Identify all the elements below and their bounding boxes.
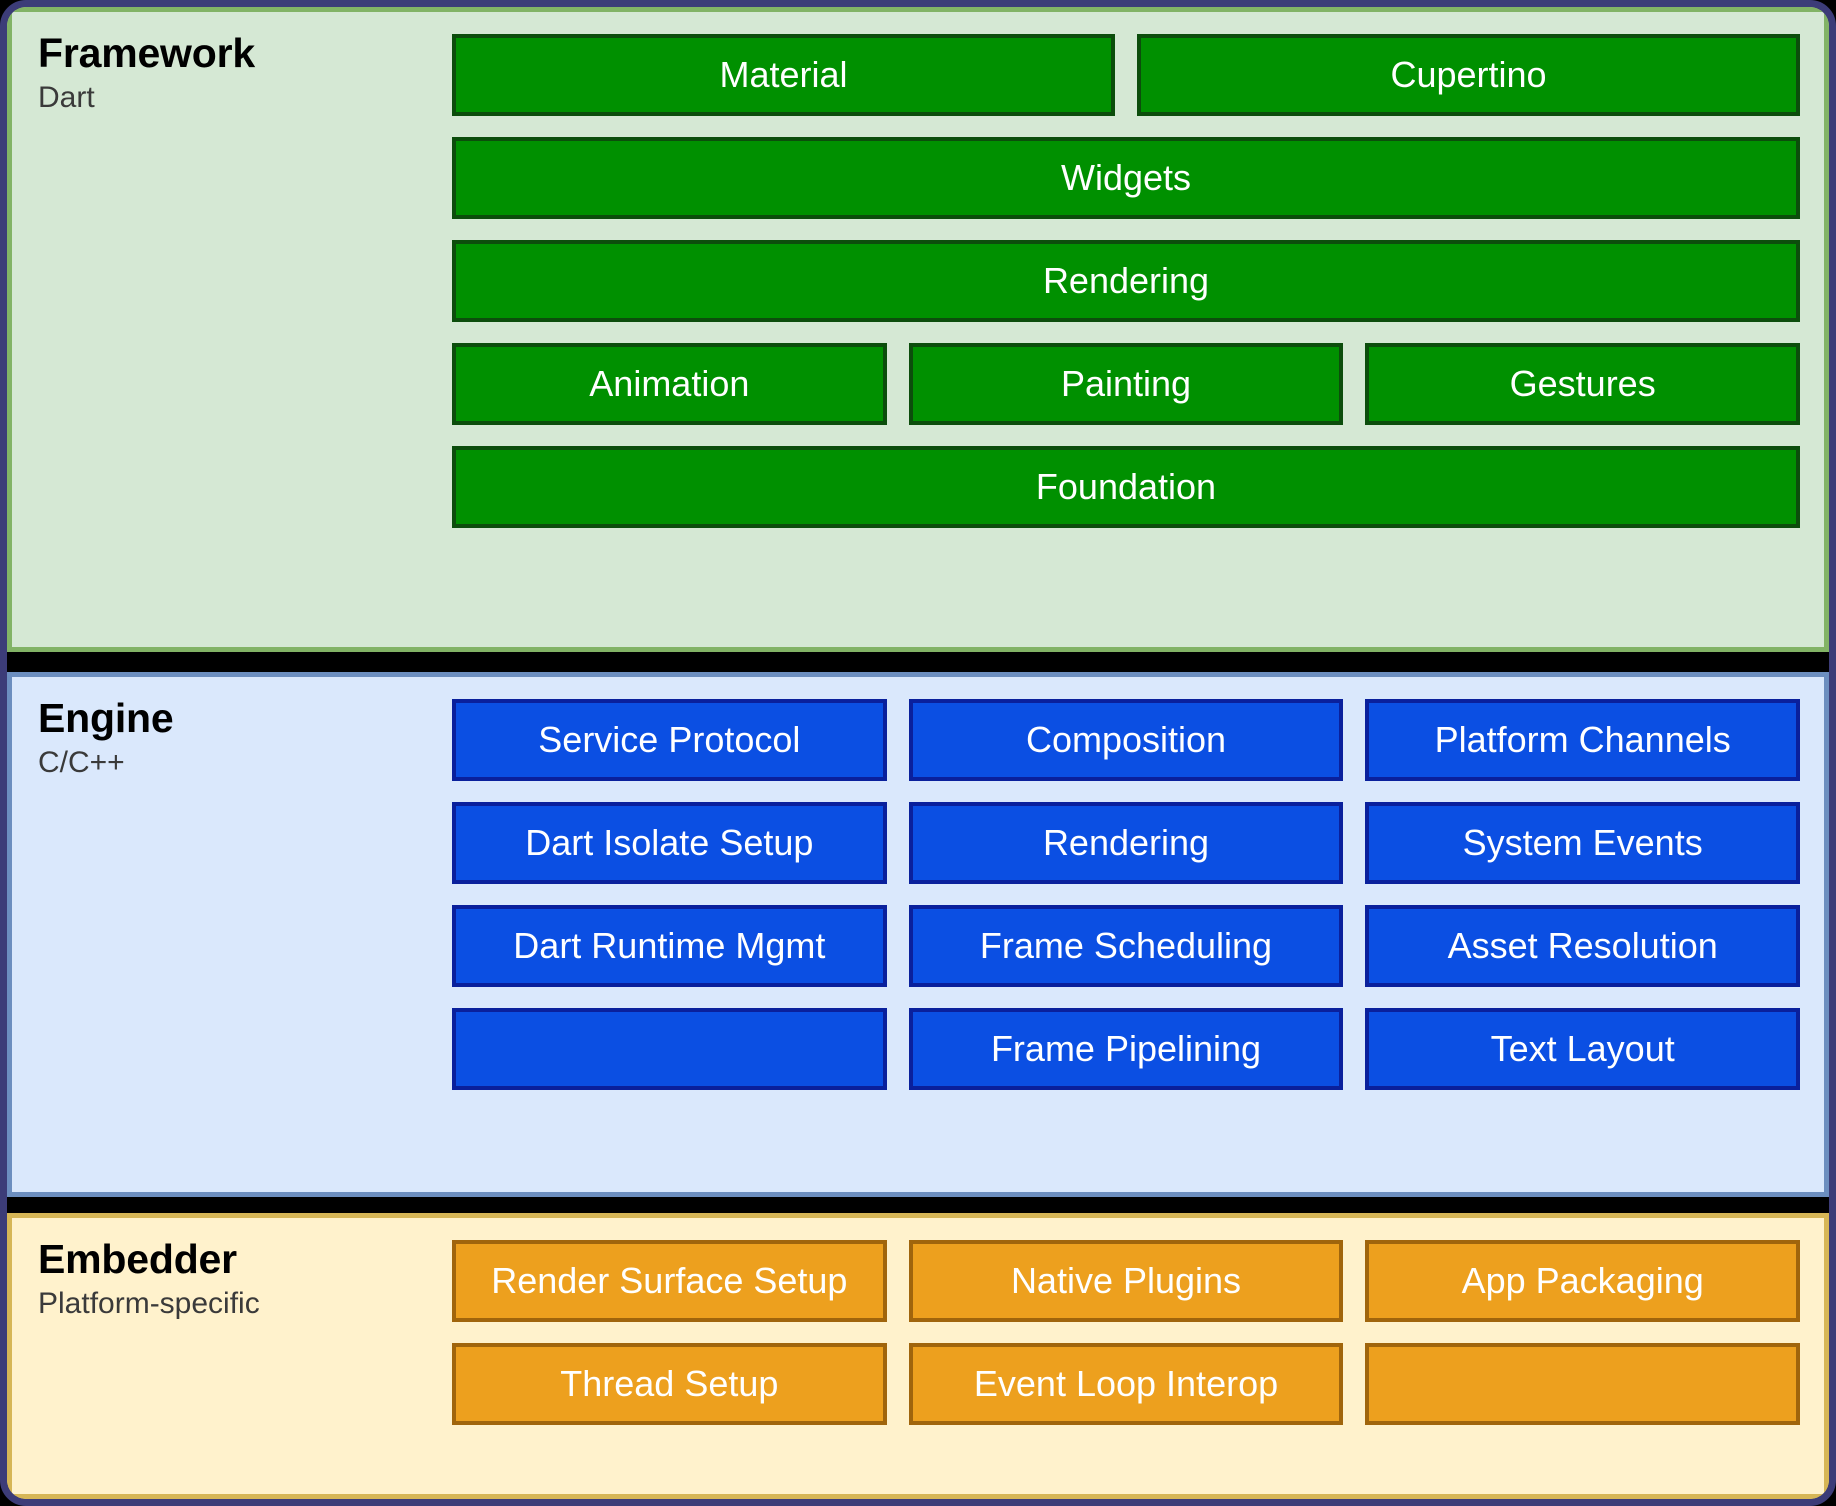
node-rendering-engine[interactable]: Rendering	[908, 802, 1344, 884]
layer-engine-title: Engine	[38, 695, 174, 741]
engine-row-4-empty-cell	[452, 1008, 887, 1090]
node-widgets[interactable]: Widgets	[452, 137, 1800, 219]
layer-framework: Framework Dart Material Cupertino Widget…	[7, 7, 1829, 652]
framework-row-3: Rendering	[452, 240, 1800, 322]
node-text-layout[interactable]: Text Layout	[1365, 1008, 1801, 1090]
node-event-loop-interop[interactable]: Event Loop Interop	[908, 1343, 1344, 1425]
node-thread-setup[interactable]: Thread Setup	[452, 1343, 887, 1425]
node-dart-runtime-mgmt[interactable]: Dart Runtime Mgmt	[452, 905, 887, 987]
layer-framework-subtitle: Dart	[38, 80, 95, 114]
node-native-plugins[interactable]: Native Plugins	[908, 1240, 1344, 1322]
node-gestures[interactable]: Gestures	[1365, 343, 1801, 425]
framework-row-2: Widgets	[452, 137, 1800, 219]
node-frame-scheduling[interactable]: Frame Scheduling	[908, 905, 1344, 987]
node-asset-resolution[interactable]: Asset Resolution	[1365, 905, 1801, 987]
node-app-packaging[interactable]: App Packaging	[1365, 1240, 1801, 1322]
node-dart-isolate-setup[interactable]: Dart Isolate Setup	[452, 802, 887, 884]
node-rendering-framework[interactable]: Rendering	[452, 240, 1800, 322]
engine-row-1: Service Protocol Composition Platform Ch…	[452, 699, 1801, 781]
framework-row-1: Material Cupertino	[452, 34, 1800, 116]
embedder-row-2-empty-cell	[1365, 1343, 1801, 1425]
node-material[interactable]: Material	[452, 34, 1115, 116]
embedder-row-2: Thread Setup Event Loop Interop	[452, 1343, 1801, 1425]
layer-engine-caption: Engine C/C++	[12, 677, 452, 1192]
layer-engine: Engine C/C++ Service Protocol Compositio…	[7, 672, 1829, 1197]
node-painting[interactable]: Painting	[908, 343, 1344, 425]
node-frame-pipelining[interactable]: Frame Pipelining	[908, 1008, 1344, 1090]
engine-row-2: Dart Isolate Setup Rendering System Even…	[452, 802, 1801, 884]
node-cupertino[interactable]: Cupertino	[1137, 34, 1800, 116]
node-system-events[interactable]: System Events	[1365, 802, 1801, 884]
engine-row-3: Dart Runtime Mgmt Frame Scheduling Asset…	[452, 905, 1801, 987]
framework-row-4: Animation Painting Gestures	[452, 343, 1801, 425]
layer-framework-nodes: Material Cupertino Widgets Rendering Ani…	[452, 12, 1824, 647]
node-render-surface-setup[interactable]: Render Surface Setup	[452, 1240, 887, 1322]
layer-framework-title: Framework	[38, 30, 255, 76]
embedder-row-1: Render Surface Setup Native Plugins App …	[452, 1240, 1801, 1322]
layer-engine-subtitle: C/C++	[38, 745, 125, 779]
engine-row-4: Frame Pipelining Text Layout	[452, 1008, 1801, 1090]
layer-embedder-caption: Embedder Platform-specific	[12, 1218, 452, 1494]
node-animation[interactable]: Animation	[452, 343, 887, 425]
framework-row-5: Foundation	[452, 446, 1800, 528]
layer-engine-nodes: Service Protocol Composition Platform Ch…	[452, 677, 1824, 1192]
node-foundation[interactable]: Foundation	[452, 446, 1800, 528]
layer-framework-caption: Framework Dart	[12, 12, 452, 647]
node-composition[interactable]: Composition	[908, 699, 1344, 781]
node-platform-channels[interactable]: Platform Channels	[1365, 699, 1801, 781]
layer-embedder: Embedder Platform-specific Render Surfac…	[7, 1213, 1829, 1499]
layer-embedder-subtitle: Platform-specific	[38, 1286, 260, 1320]
layer-embedder-nodes: Render Surface Setup Native Plugins App …	[452, 1218, 1824, 1494]
node-service-protocol[interactable]: Service Protocol	[452, 699, 887, 781]
layer-embedder-title: Embedder	[38, 1236, 237, 1282]
